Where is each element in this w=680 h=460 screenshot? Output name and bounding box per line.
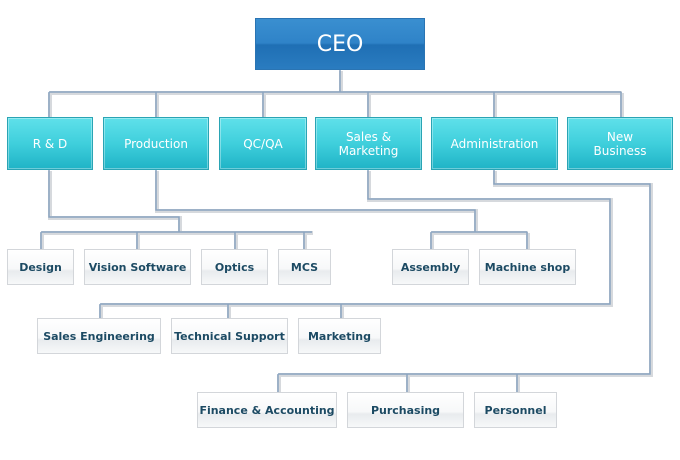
ceo-box[interactable]: CEO — [255, 18, 425, 70]
administration-connector-shadow — [277, 171, 653, 393]
production-connector-shadow — [155, 171, 530, 250]
unit-marketing[interactable]: Marketing — [298, 318, 381, 354]
unit-mcs-label: MCS — [290, 260, 319, 274]
top-bar-to-departments — [48, 92, 622, 117]
dept-sales-marketing-label: Sales & Marketing — [338, 129, 399, 158]
unit-purchasing-label: Purchasing — [370, 403, 441, 417]
top-bar-to-departments-shadow — [48, 93, 624, 118]
dept-production-label: Production — [124, 136, 188, 151]
sales-marketing-connector-shadow — [99, 171, 613, 319]
dept-production[interactable]: Production — [103, 117, 209, 170]
unit-sales-engineering-label: Sales Engineering — [43, 329, 155, 343]
dept-administration-label: Administration — [450, 136, 539, 151]
unit-personnel-label: Personnel — [484, 403, 547, 417]
unit-finance-accounting-label: Finance & Accounting — [199, 403, 335, 417]
rnd-connector — [40, 170, 312, 249]
administration-connector — [277, 170, 651, 392]
unit-mcs[interactable]: MCS — [278, 249, 331, 285]
ceo-label: CEO — [316, 31, 364, 57]
unit-technical-support-label: Technical Support — [174, 329, 285, 343]
unit-optics[interactable]: Optics — [201, 249, 268, 285]
unit-machine-shop-label: Machine shop — [484, 260, 571, 274]
dept-rnd[interactable]: R & D — [7, 117, 93, 170]
unit-marketing-label: Marketing — [307, 329, 371, 343]
ceo-to-top-bar-shadow — [50, 71, 622, 95]
ceo-to-top-bar — [49, 70, 621, 93]
rnd-connector-shadow — [40, 171, 313, 250]
unit-optics-label: Optics — [214, 260, 255, 274]
unit-assembly-label: Assembly — [400, 260, 461, 274]
dept-sales-marketing[interactable]: Sales & Marketing — [315, 117, 422, 170]
dept-qcqa-label: QC/QA — [243, 136, 283, 151]
unit-design[interactable]: Design — [7, 249, 74, 285]
unit-machine-shop[interactable]: Machine shop — [479, 249, 576, 285]
unit-finance-accounting[interactable]: Finance & Accounting — [197, 392, 337, 428]
dept-new-business-label: New Business — [593, 129, 647, 158]
dept-new-business[interactable]: New Business — [567, 117, 673, 170]
dept-administration[interactable]: Administration — [431, 117, 558, 170]
unit-technical-support[interactable]: Technical Support — [171, 318, 288, 354]
dept-rnd-label: R & D — [32, 136, 68, 151]
unit-vision-software-label: Vision Software — [88, 260, 187, 274]
unit-vision-software[interactable]: Vision Software — [84, 249, 191, 285]
unit-sales-engineering[interactable]: Sales Engineering — [37, 318, 161, 354]
unit-design-label: Design — [19, 260, 62, 274]
sales-marketing-connector — [99, 170, 611, 318]
unit-personnel[interactable]: Personnel — [474, 392, 557, 428]
unit-assembly[interactable]: Assembly — [392, 249, 469, 285]
production-connector — [155, 170, 528, 249]
dept-qcqa[interactable]: QC/QA — [219, 117, 307, 170]
unit-purchasing[interactable]: Purchasing — [347, 392, 464, 428]
